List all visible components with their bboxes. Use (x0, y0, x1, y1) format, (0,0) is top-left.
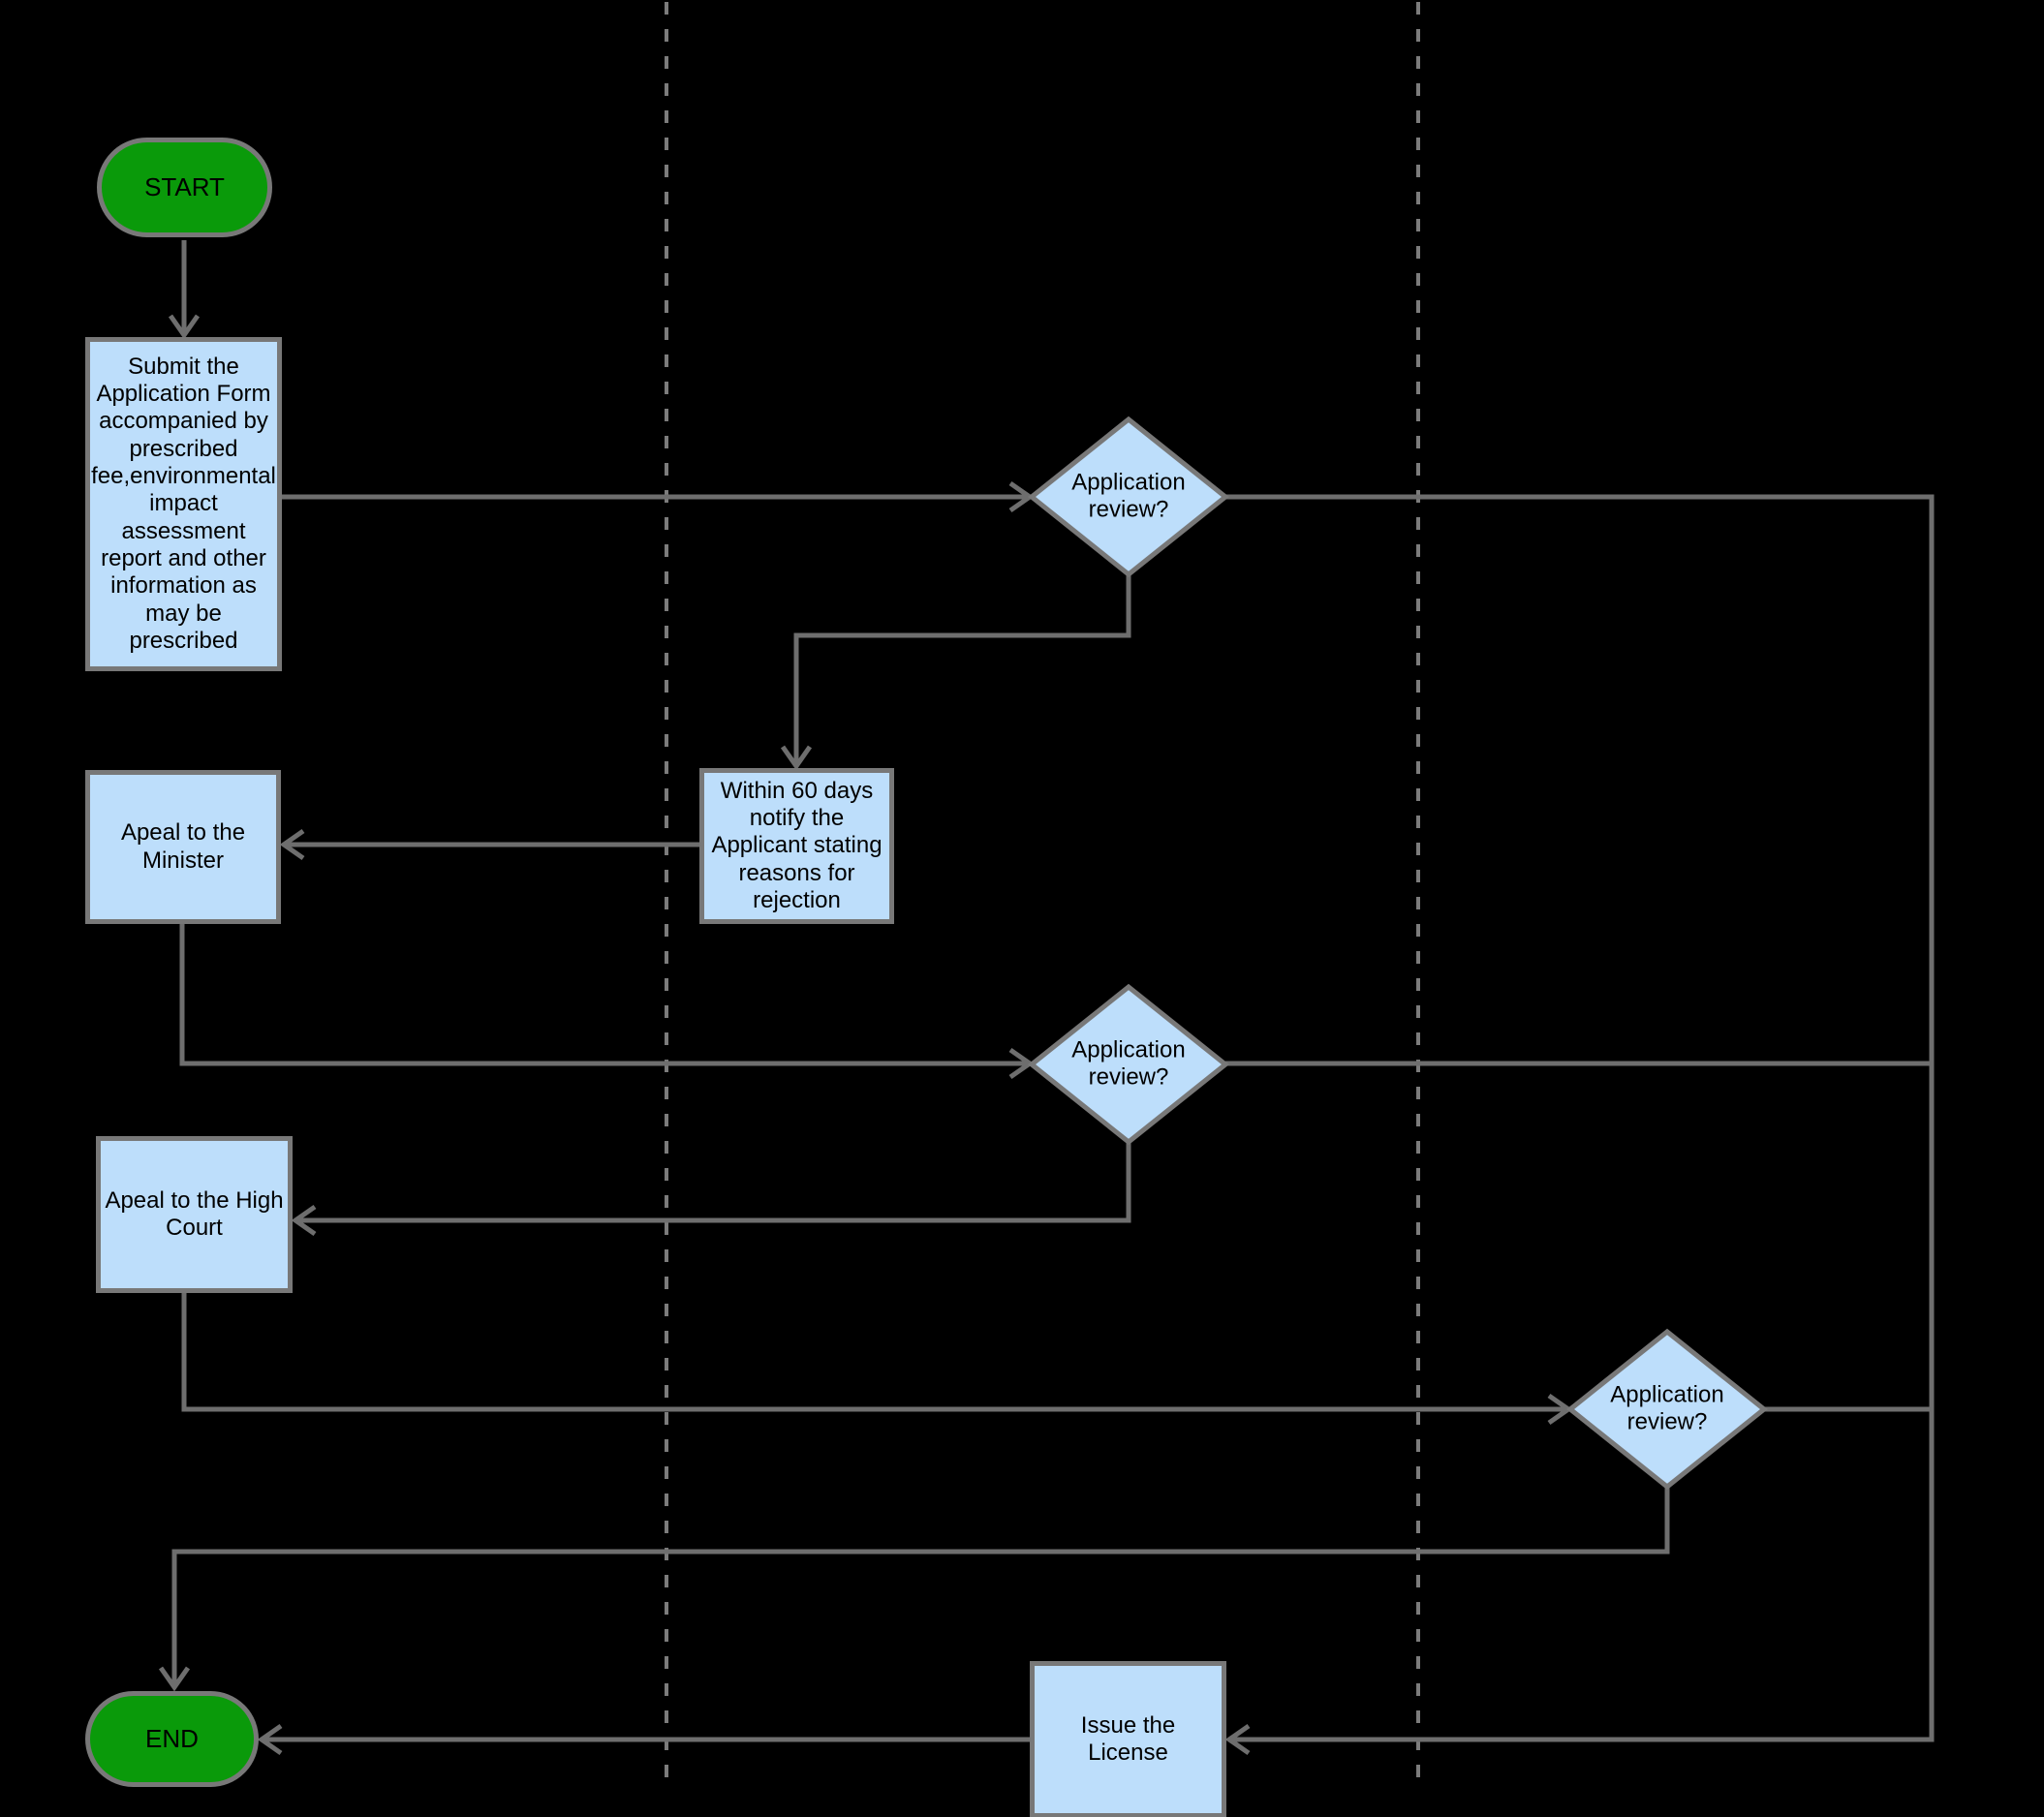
connector-review1-to-notify (793, 574, 1131, 764)
arrowhead-left-icon (257, 1723, 283, 1756)
connector-review2-to-highcourt (297, 1142, 1131, 1223)
process-appeal-minister: Apeal to the Minister (85, 770, 281, 924)
connector-review1-approved-trunk-to-issue (1225, 494, 1935, 1742)
arrowhead-left-icon (291, 1204, 317, 1237)
end-node: END (85, 1691, 259, 1787)
process-issue-license: Issue the License (1030, 1661, 1226, 1817)
decision-application-review-3 (1565, 1328, 1769, 1491)
arrowhead-down-icon (168, 314, 201, 340)
decision-label-application-review-2: Application review? (1071, 1036, 1186, 1091)
process-notify-rejection: Within 60 days notify the Applicant stat… (699, 768, 894, 924)
decision-label-application-review-1: Application review? (1071, 469, 1186, 523)
connector-highcourt-to-review3 (181, 1292, 1566, 1412)
start-node: START (97, 138, 272, 237)
connector-review3-to-end (171, 1487, 1670, 1685)
arrowhead-down-icon (158, 1666, 191, 1692)
arrowhead-down-icon (780, 745, 813, 771)
decision-application-review-2 (1027, 983, 1230, 1146)
decision-application-review-1 (1027, 416, 1230, 578)
connector-minister-to-review2 (179, 923, 1027, 1066)
arrowhead-left-icon (279, 828, 305, 861)
process-appeal-high-court: Apeal to the High Court (96, 1136, 293, 1293)
decision-label-application-review-3: Application review? (1610, 1381, 1724, 1435)
arrowhead-left-icon (1224, 1723, 1251, 1756)
process-submit-application: Submit the Application Form accompanied … (85, 337, 282, 671)
